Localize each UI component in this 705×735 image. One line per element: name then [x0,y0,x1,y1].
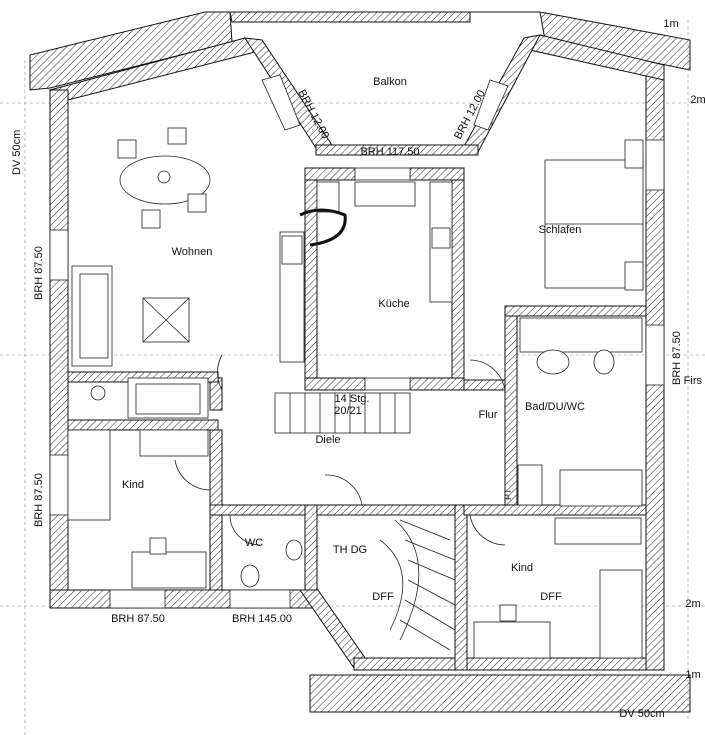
annotation-stroke [299,208,347,247]
label-brh-right: BRH 87.50 [671,331,683,385]
armchair [127,377,209,419]
spiral-stair [379,519,456,651]
doors [174,354,506,546]
double-bed [544,139,644,291]
label-wohnen: Wohnen [172,246,213,258]
label-wc: WC [245,537,263,549]
label-1m-top: 1m [663,18,678,30]
label-dff-right: DFF [540,591,562,603]
label-th-dg: TH DG [333,544,367,556]
label-kueche: Küche [378,298,409,310]
coffee-table [142,297,190,343]
label-brh-left-lower: BRH 87.50 [33,473,45,527]
label-brh-kitchen: BRH 117.50 [360,146,419,158]
label-dff-mid: DFF [372,591,394,603]
label-stairs: 14 Stg. [335,393,370,405]
label-bad: Bad/DU/WC [525,401,585,413]
roof-eave-top [29,11,691,91]
label-2m-bottom: 2m [685,598,700,610]
label-diele: Diele [315,434,340,446]
interior-walls [67,167,647,671]
label-brh-bottom-mid: BRH 145.00 [232,613,292,625]
kind-left-furniture [67,429,209,589]
dining-table [117,127,211,229]
stair-run [274,392,411,434]
label-dv-bottom: DV 50cm [619,708,664,720]
label-kind-left: Kind [122,479,144,491]
label-schlafen: Schlafen [539,224,582,236]
label-1m-bottom: 1m [685,669,700,681]
label-balkon: Balkon [373,76,407,88]
label-pt: PT [503,488,513,500]
label-brh-bottom-left: BRH 87.50 [111,613,165,625]
floor-lamp-icon [90,385,106,401]
label-brh-left-upper: BRH 87.50 [33,246,45,300]
label-first: Firs [684,375,703,387]
label-stairs-ratio: 20/21 [334,405,362,417]
kind-right-furniture [473,517,643,659]
label-2m-top: 2m [690,94,705,106]
label-dv-left: DV 50cm [11,130,23,175]
bath-fixtures [517,317,643,507]
kitchen-counter [279,181,453,363]
label-flur: Flur [479,409,498,421]
wc-fixtures [240,539,303,588]
sofa [71,265,113,367]
label-kind-right: Kind [511,562,533,574]
windows [49,74,665,609]
roof-eave-bottom [309,674,691,713]
